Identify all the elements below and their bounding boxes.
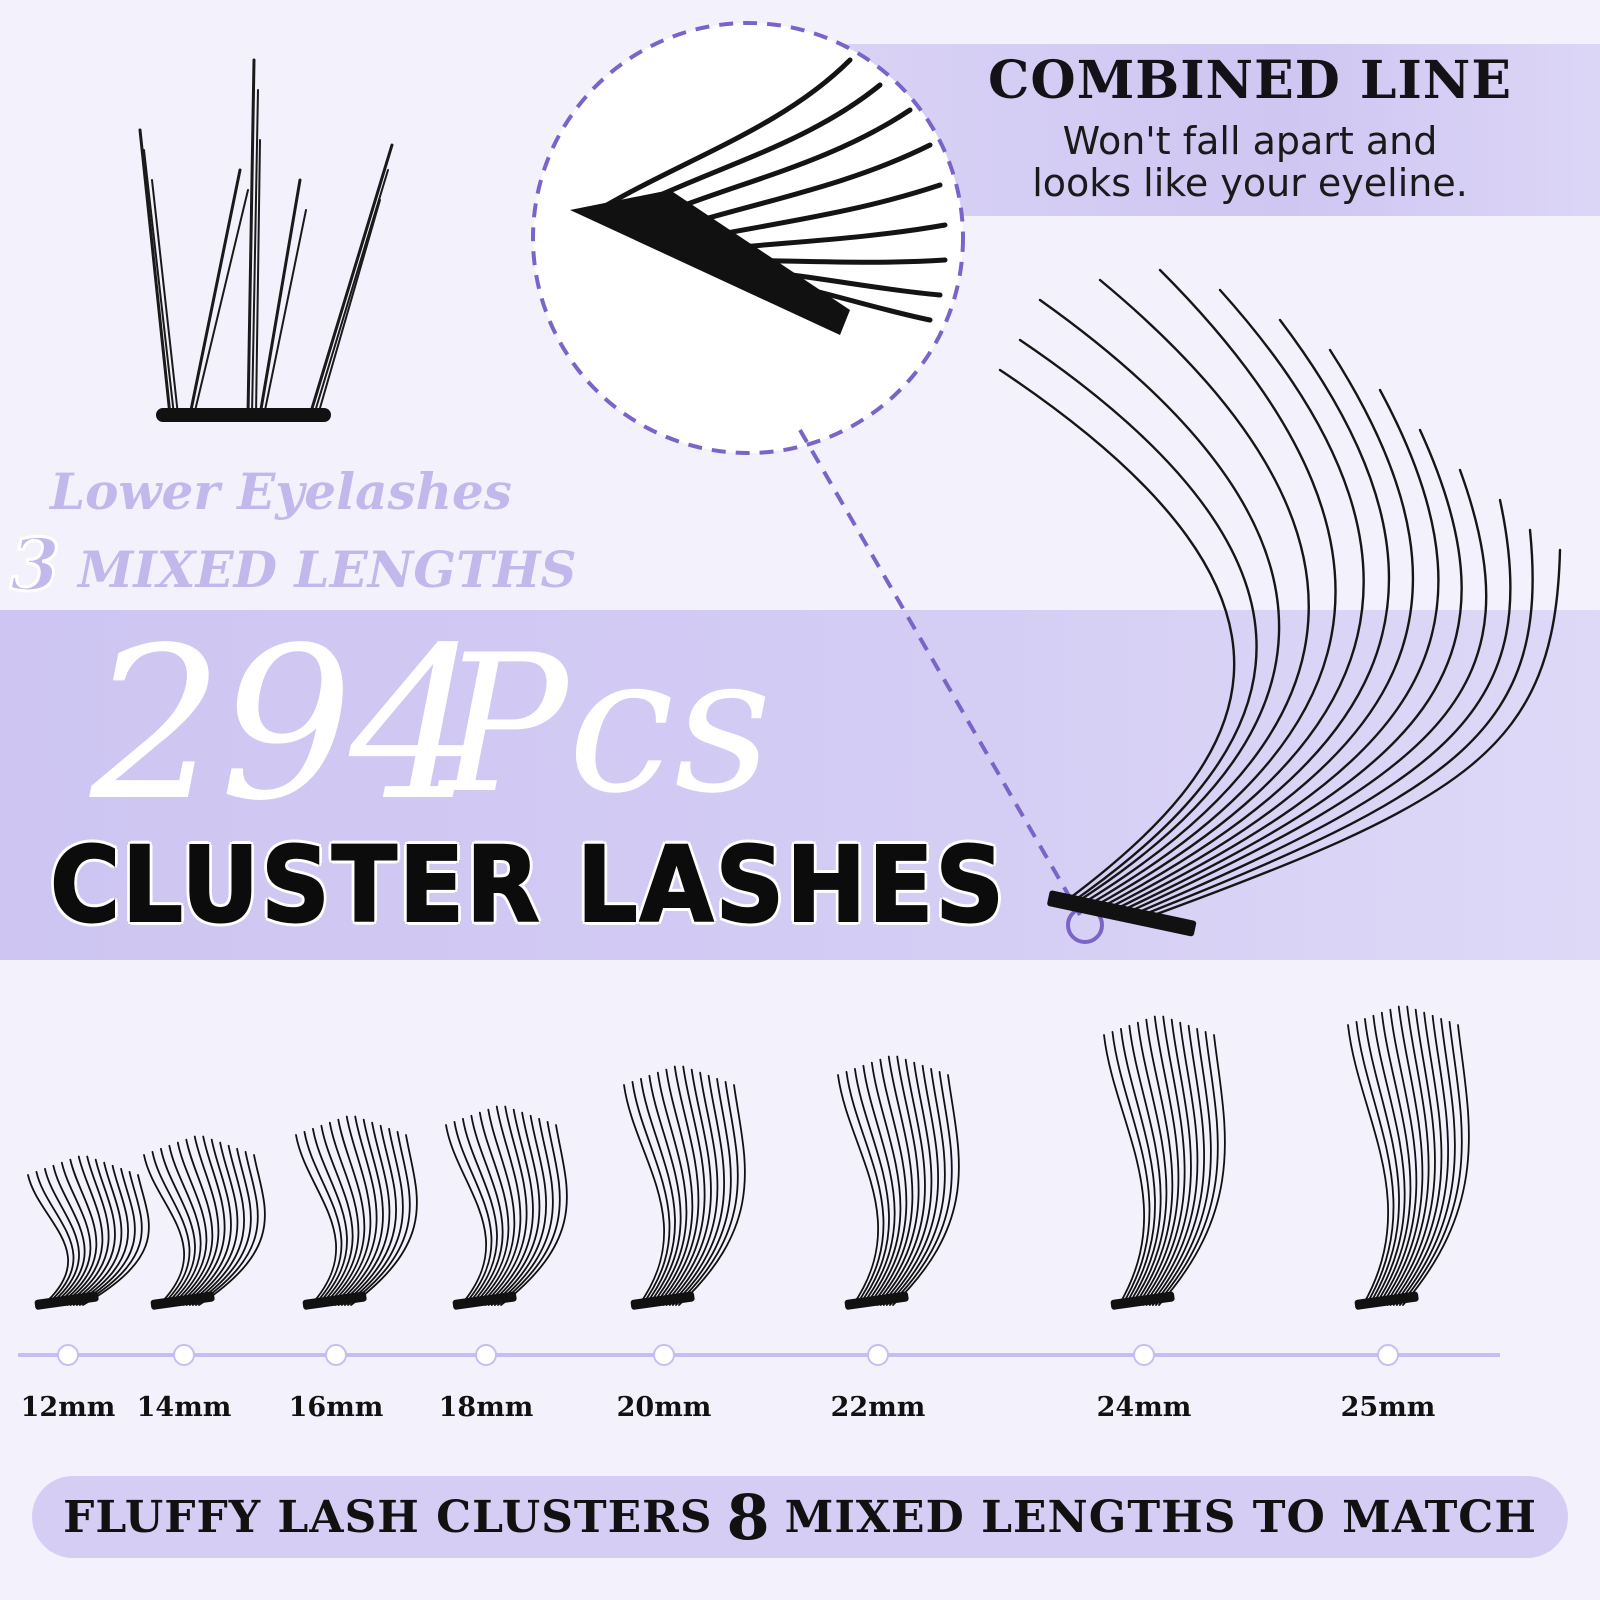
lash-cluster	[27, 1155, 150, 1310]
lash-cluster	[295, 1115, 418, 1310]
length-label: 12mm	[20, 1392, 116, 1423]
length-label: 22mm	[830, 1392, 926, 1423]
length-label: 18mm	[438, 1392, 534, 1423]
bottom-banner-suffix: MIXED LENGTHS TO MATCH	[784, 1491, 1537, 1543]
ruler-dot	[867, 1344, 889, 1366]
lower-lengths-label: MIXED LENGTHS	[78, 540, 577, 599]
magnifier-circle	[531, 21, 965, 455]
length-ruler	[18, 1353, 1500, 1357]
lower-lengths-number: 3	[8, 521, 61, 609]
lash-cluster	[623, 1065, 746, 1310]
length-label: 24mm	[1096, 1392, 1192, 1423]
length-label: 14mm	[136, 1392, 232, 1423]
bottom-banner	[32, 1476, 1568, 1558]
lash-length-row	[27, 1005, 1470, 1310]
ruler-dot	[325, 1344, 347, 1366]
lower-eyelashes-title: Lower Eyelashes	[50, 462, 512, 521]
lash-cluster	[143, 1135, 266, 1310]
cluster-lashes-title: CLUSTER LASHES	[49, 824, 1007, 946]
combined-line-title: COMBINED LINE	[988, 50, 1512, 111]
ruler-dot	[475, 1344, 497, 1366]
combined-line-description: Won't fall apart and looks like your eye…	[960, 120, 1540, 204]
ruler-dot	[653, 1344, 675, 1366]
lower-eyelash-image	[138, 58, 394, 422]
ruler-dot	[57, 1344, 79, 1366]
combined-line-desc-line1: Won't fall apart and	[1062, 119, 1438, 163]
length-label: 16mm	[288, 1392, 384, 1423]
ruler-dot	[1377, 1344, 1399, 1366]
combined-line-desc-line2: looks like your eyeline.	[1032, 161, 1468, 205]
piece-count: 294	[90, 602, 483, 847]
hero-band	[0, 610, 1600, 960]
length-label: 20mm	[616, 1392, 712, 1423]
lash-cluster	[837, 1055, 960, 1310]
ruler-dot	[173, 1344, 195, 1366]
lash-cluster	[1103, 1015, 1226, 1310]
bottom-banner-prefix: FLUFFY LASH CLUSTERS	[63, 1491, 713, 1543]
piece-unit: Pcs	[440, 614, 772, 835]
bottom-banner-text: FLUFFY LASH CLUSTERS 8 MIXED LENGTHS TO …	[32, 1476, 1568, 1558]
bottom-banner-number: 8	[726, 1480, 771, 1554]
length-label: 25mm	[1340, 1392, 1436, 1423]
ruler-dot	[1133, 1344, 1155, 1366]
lash-cluster	[1347, 1005, 1470, 1310]
large-cluster-lash-image	[998, 268, 1562, 937]
lash-cluster	[445, 1105, 568, 1310]
